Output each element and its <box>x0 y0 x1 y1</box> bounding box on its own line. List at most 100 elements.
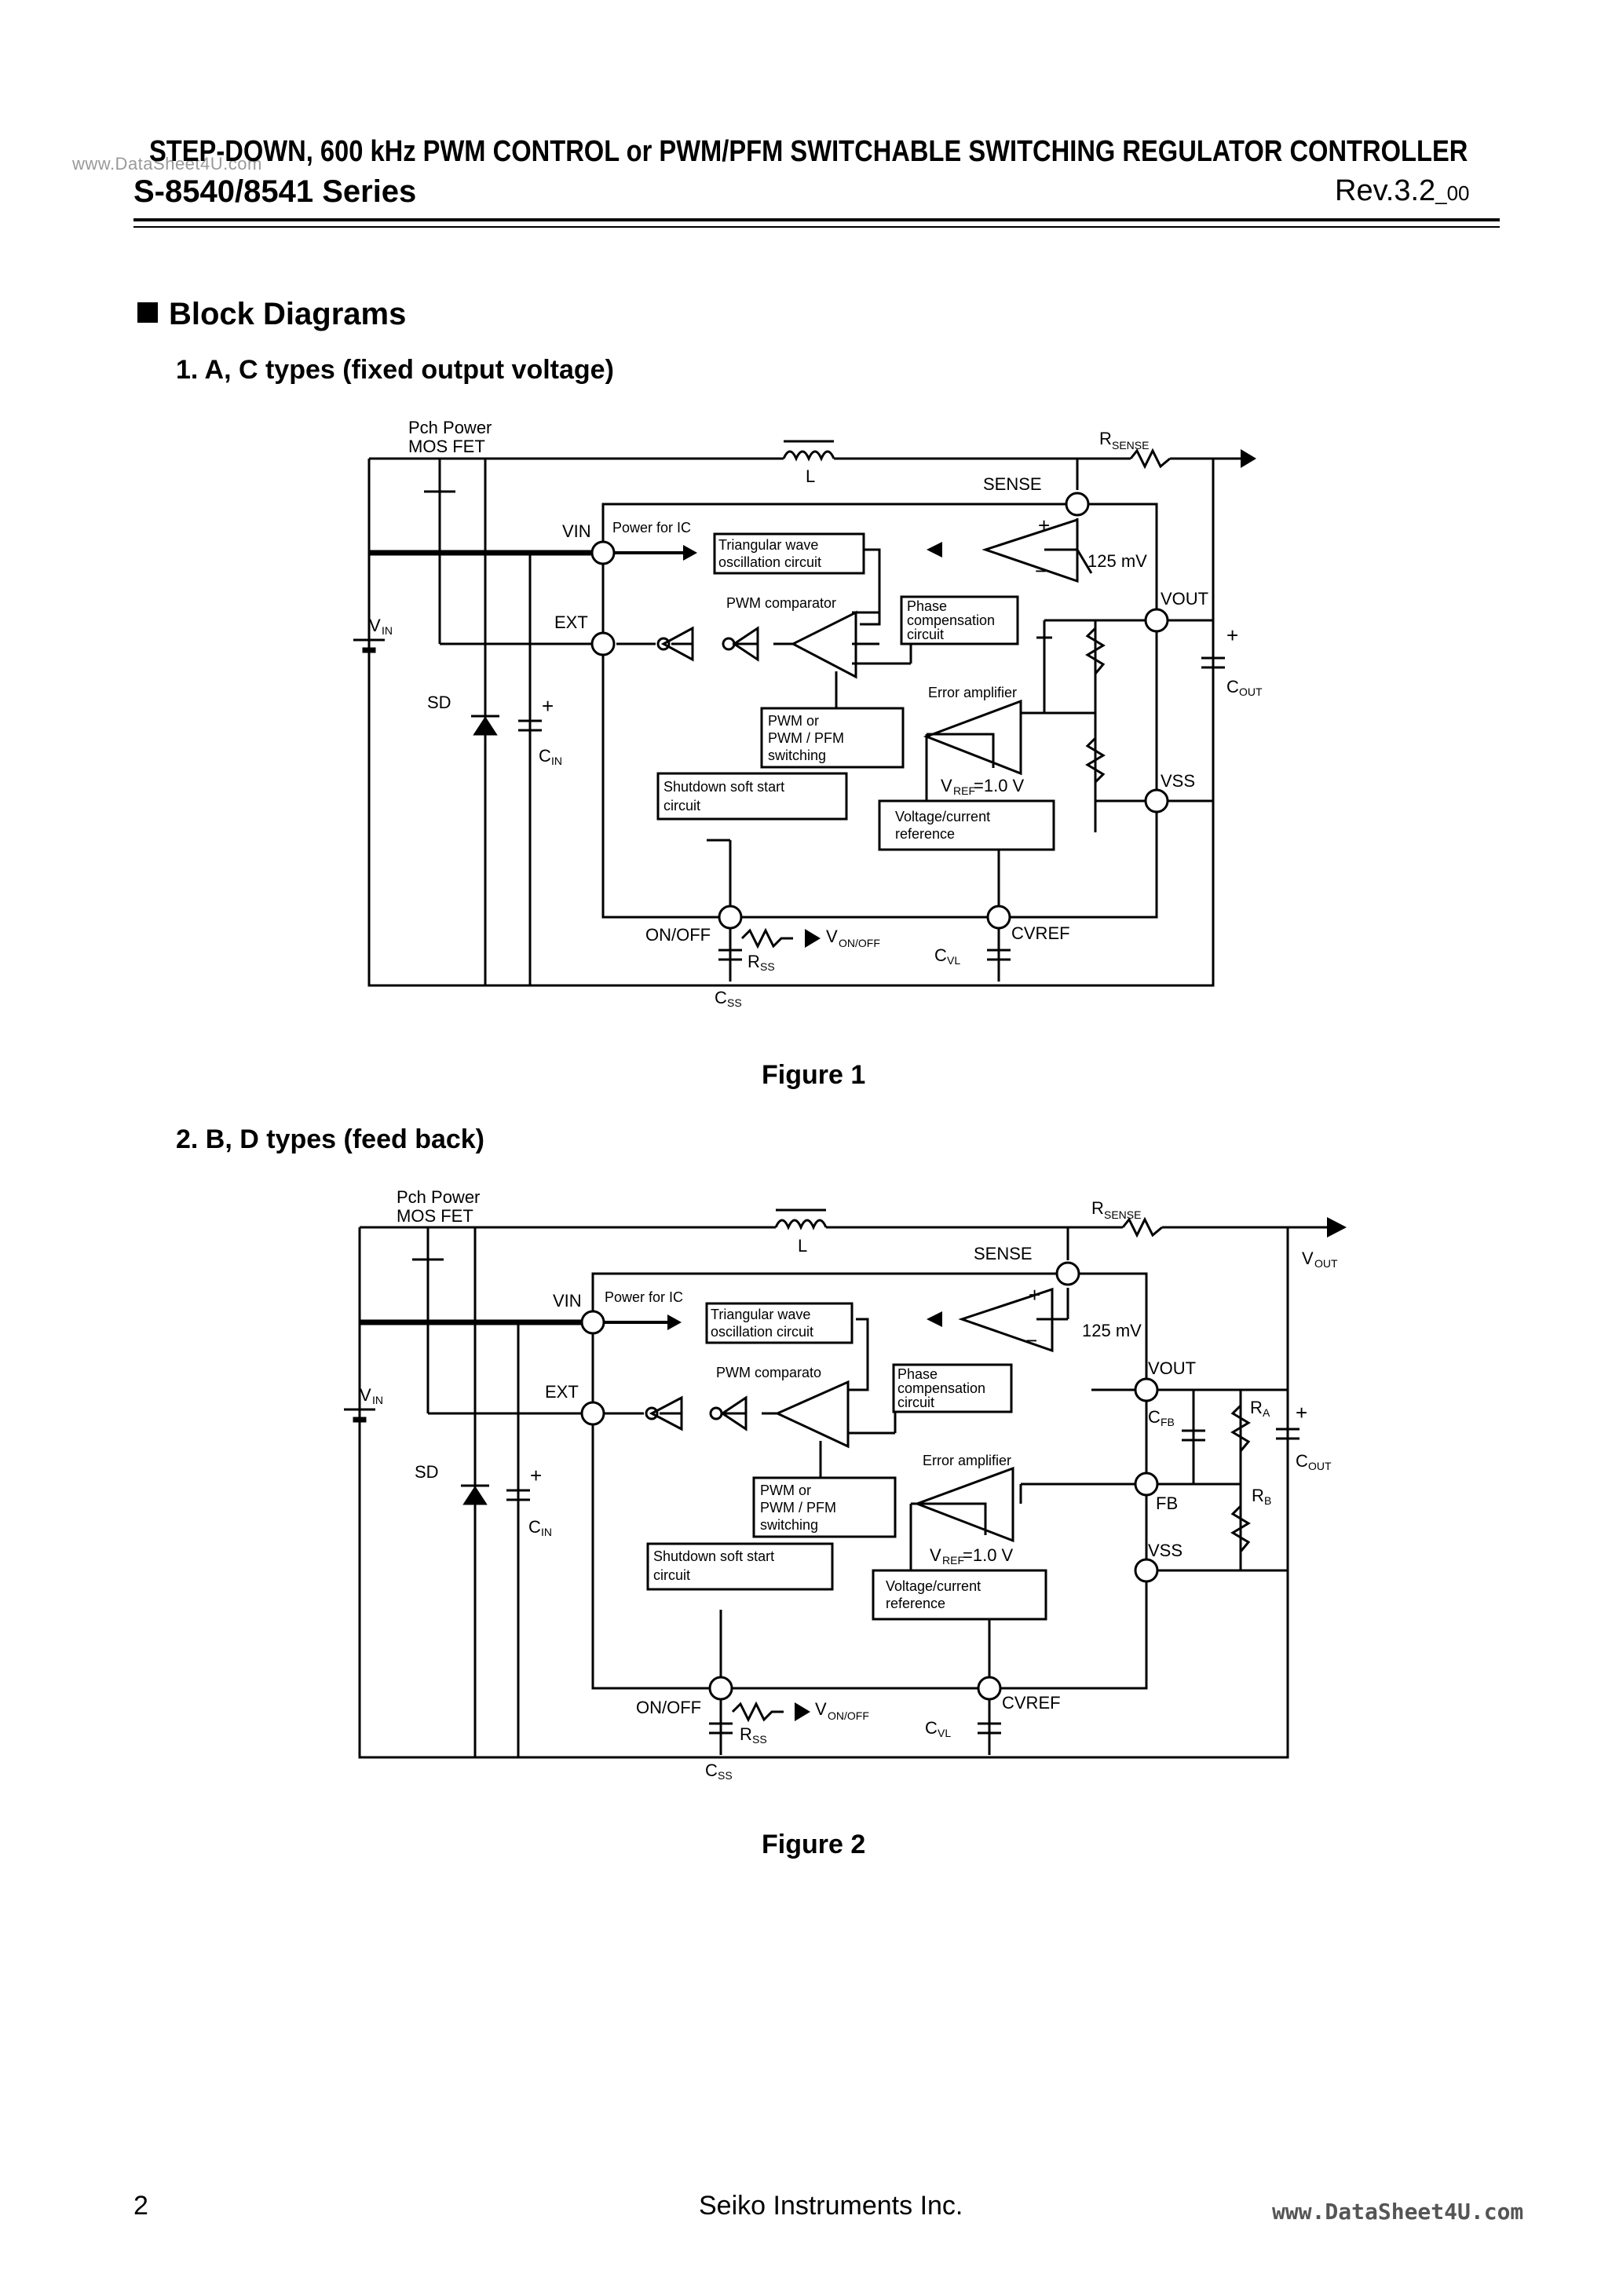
figure2-gates <box>649 1287 1054 1543</box>
figure1-gates <box>660 517 1079 776</box>
figure2-battery <box>344 1408 375 1423</box>
label-power-for-ic: Power for IC <box>612 520 691 536</box>
figure1-inductor <box>782 440 835 462</box>
label-pwm-pfm-2: PWM / PFM <box>768 730 844 746</box>
figure2-wires <box>358 1226 1327 1759</box>
label-rss: R <box>748 952 760 971</box>
label-minus: − <box>1025 1329 1037 1352</box>
section-title-text: Block Diagrams <box>169 297 407 331</box>
figure1-wires <box>367 457 1241 987</box>
figure2-heading: 2. B, D types (feed back) <box>176 1124 485 1154</box>
figure1-caps <box>518 636 1225 961</box>
label-pwm-pfm-3: switching <box>760 1517 818 1533</box>
label-rsense-sub: SENSE <box>1112 439 1149 452</box>
revision: Rev.3.2_00 <box>1335 174 1470 208</box>
label-ra-sub: A <box>1263 1406 1270 1419</box>
label-ext-pin: EXT <box>545 1382 579 1402</box>
label-vref-sub: REF <box>953 784 975 797</box>
label-phase-1: Phase <box>897 1366 938 1382</box>
label-pwm-pfm-1: PWM or <box>768 713 819 729</box>
footer-company: Seiko Instruments Inc. <box>699 2191 963 2221</box>
label-cout-sub: OUT <box>1308 1460 1332 1472</box>
label-sd: SD <box>427 693 451 712</box>
label-pwm-pfm-3: switching <box>768 748 826 763</box>
label-plus: + <box>1029 1283 1040 1307</box>
label-ra: R <box>1250 1398 1263 1417</box>
label-cin: C <box>528 1517 541 1537</box>
label-vin-source: V <box>369 616 381 635</box>
label-vin-source-sub: IN <box>372 1394 383 1406</box>
label-phase-2: compensation <box>907 612 995 628</box>
label-volt-ref-1: Voltage/current <box>886 1578 981 1594</box>
label-cfb-sub: FB <box>1161 1416 1175 1428</box>
bullet-square-icon <box>137 302 158 323</box>
revision-suffix: _00 <box>1435 181 1470 205</box>
label-css-sub: SS <box>718 1769 733 1782</box>
label-cout-plus: + <box>1296 1401 1307 1424</box>
label-cin-sub: IN <box>551 755 562 767</box>
label-rss-sub: SS <box>760 960 775 973</box>
label-cvl-sub: VL <box>947 954 960 967</box>
label-power-for-ic: Power for IC <box>605 1289 683 1305</box>
figure2-sd-diode <box>461 1484 489 1505</box>
label-cout-sub: OUT <box>1239 686 1263 698</box>
label-vref: V <box>941 776 952 795</box>
label-pwm-comparator: PWM comparato <box>716 1365 821 1380</box>
header-rule-thin <box>133 226 1500 228</box>
label-sense: SENSE <box>974 1244 1033 1263</box>
label-pwm-comparator: PWM comparator <box>726 595 836 611</box>
label-rb: R <box>1252 1486 1264 1505</box>
figure1-sd-diode <box>471 715 499 736</box>
figure2-resistors <box>731 1216 1251 1723</box>
label-cin-plus: + <box>542 694 554 718</box>
label-onoff-pin: ON/OFF <box>636 1698 701 1717</box>
label-vin-source: V <box>360 1385 371 1405</box>
figure2-caps <box>506 1428 1299 1735</box>
label-plus: + <box>1038 514 1050 537</box>
label-inductor: L <box>798 1236 807 1256</box>
label-pch-power: Pch Power <box>397 1187 480 1207</box>
label-shutdown-1: Shutdown soft start <box>663 779 784 795</box>
label-sense: SENSE <box>983 474 1042 494</box>
label-tri-wave-1: Triangular wave <box>711 1307 810 1322</box>
label-phase-3: circuit <box>897 1395 934 1410</box>
label-onoff-pin: ON/OFF <box>645 925 711 945</box>
label-phase-2: compensation <box>897 1380 985 1396</box>
figure1-caption: Figure 1 <box>762 1060 866 1090</box>
label-shutdown-1: Shutdown soft start <box>653 1548 774 1564</box>
series-name: S-8540/8541 Series <box>133 174 417 209</box>
figure2-blocks <box>646 1302 1047 1621</box>
figure1-heading: 1. A, C types (fixed output voltage) <box>176 355 614 385</box>
label-mosfet: MOS FET <box>408 437 485 456</box>
label-vref-value: =1.0 V <box>963 1545 1014 1565</box>
label-volt-ref-2: reference <box>895 826 955 842</box>
figure2-labels: Pch Power MOS FET L R SENSE SENSE V OUT … <box>360 1187 1338 1782</box>
figure1-arrows <box>683 449 1256 948</box>
label-vref-value: =1.0 V <box>974 776 1025 795</box>
label-cin: C <box>539 746 551 766</box>
label-phase-3: circuit <box>907 627 944 642</box>
label-rss-sub: SS <box>752 1733 767 1746</box>
label-von-sub: ON/OFF <box>839 937 880 949</box>
label-cvl: C <box>934 945 947 965</box>
label-vss-pin: VSS <box>1161 771 1195 791</box>
label-cvl: C <box>925 1718 938 1738</box>
label-cin-sub: IN <box>541 1526 552 1538</box>
label-vin-pin: VIN <box>553 1291 582 1311</box>
label-rsense: R <box>1099 429 1112 448</box>
label-css: C <box>715 988 727 1007</box>
figure1-blocks <box>656 532 1055 851</box>
label-volt-ref-2: reference <box>886 1596 945 1611</box>
footer-watermark: www.DataSheet4U.com <box>1272 2199 1524 2225</box>
label-volt-ref-1: Voltage/current <box>895 809 990 824</box>
label-vin-pin: VIN <box>562 521 591 541</box>
label-error-amplifier: Error amplifier <box>928 685 1017 700</box>
label-cvl-sub: VL <box>938 1727 951 1739</box>
label-cout-plus: + <box>1226 623 1238 647</box>
label-vout-pin: VOUT <box>1161 589 1208 609</box>
label-von: V <box>826 927 838 946</box>
label-vout-pin: VOUT <box>1148 1358 1196 1378</box>
label-shutdown-2: circuit <box>653 1567 690 1583</box>
